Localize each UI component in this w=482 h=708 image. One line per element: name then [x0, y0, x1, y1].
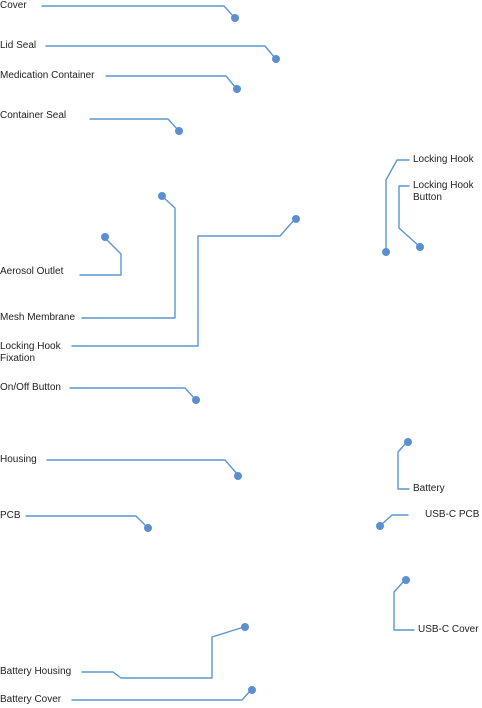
label-housing: Housing: [0, 454, 37, 465]
leader-line-usb-c-pcb: [380, 514, 409, 526]
leader-line-mesh-membrane: [81, 195, 176, 319]
label-battery: Battery: [413, 483, 445, 494]
label-battery-housing: Battery Housing: [0, 666, 72, 677]
leader-line-on-off-button: [69, 387, 196, 400]
label-locking-hook-fixation: Locking Hook Fixation: [0, 341, 61, 364]
dot-housing: [234, 472, 242, 480]
dot-pcb: [144, 524, 152, 532]
label-pcb: PCB: [0, 510, 21, 521]
leader-line-housing: [46, 459, 239, 476]
leader-line-locking-hook-fixation: [71, 218, 296, 347]
dot-container-seal: [175, 127, 183, 135]
label-lid-seal: Lid Seal: [0, 40, 37, 51]
leader-line-aerosol-outlet: [79, 237, 122, 276]
dot-locking-hook-fixation: [292, 215, 300, 223]
leader-line-locking-hook-button: [398, 185, 420, 247]
label-container-seal: Container Seal: [0, 110, 67, 121]
leader-line-battery-housing: [81, 626, 245, 679]
leader-line-medication-container: [105, 75, 237, 89]
label-locking-hook-button: Locking Hook Button: [413, 180, 474, 203]
dot-usb-c-cover: [402, 576, 410, 584]
label-mesh-membrane: Mesh Membrane: [0, 312, 76, 323]
dot-mesh-membrane: [158, 192, 166, 200]
label-battery-cover: Battery Cover: [0, 694, 62, 705]
leader-line-battery: [397, 441, 410, 490]
leader-line-usb-c-cover: [393, 579, 415, 631]
label-medication-container: Medication Container: [0, 70, 95, 81]
label-usb-c-cover: USB-C Cover: [418, 624, 479, 635]
dot-battery-housing: [241, 623, 249, 631]
label-usb-c-pcb: USB-C PCB: [425, 509, 480, 520]
dot-usb-c-pcb: [376, 522, 384, 530]
leader-line-locking-hook: [385, 159, 410, 252]
leader-line-pcb: [25, 515, 148, 528]
dot-medication-container: [233, 85, 241, 93]
label-on-off-button: On/Off Button: [0, 382, 61, 393]
label-aerosol-outlet: Aerosol Outlet: [0, 266, 64, 277]
label-locking-hook: Locking Hook: [413, 154, 474, 165]
dot-locking-hook: [382, 248, 390, 256]
dot-battery: [404, 438, 412, 446]
leader-line-cover: [41, 5, 235, 18]
label-cover: Cover: [0, 0, 27, 11]
dot-lid-seal: [272, 55, 280, 63]
dot-battery-cover: [248, 686, 256, 694]
leader-line-battery-cover: [71, 689, 252, 701]
dot-on-off-button: [192, 396, 200, 404]
dot-aerosol-outlet: [101, 233, 109, 241]
dot-cover: [231, 14, 239, 22]
dot-locking-hook-button: [416, 243, 424, 251]
leader-line-container-seal: [89, 118, 179, 131]
leader-line-lid-seal: [45, 45, 276, 59]
